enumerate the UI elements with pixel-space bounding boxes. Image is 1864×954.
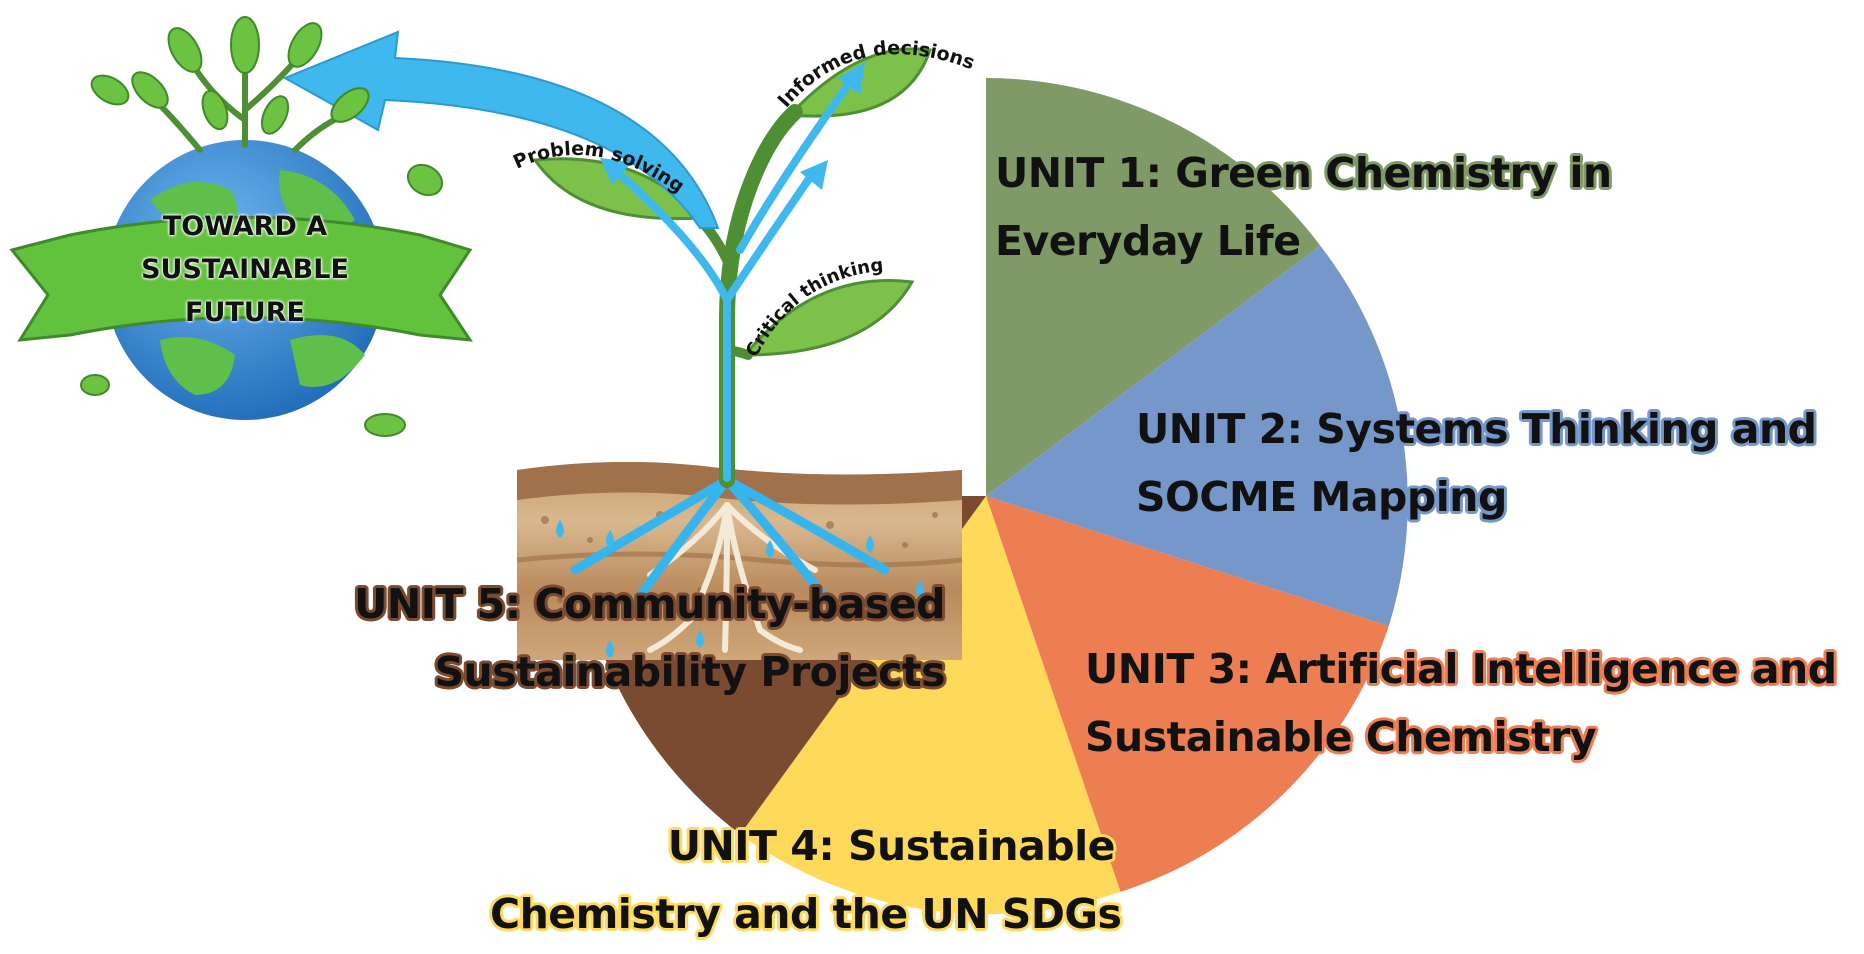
globe-title: TOWARD A SUSTAINABLE FUTURE — [105, 205, 385, 334]
unit1-label-line: UNIT 1: Green Chemistry in — [995, 149, 1612, 197]
unit1-label-line: Everyday Life — [995, 217, 1301, 265]
unit4-label-line: Chemistry and the UN SDGs — [490, 890, 1122, 938]
unit3-label-line: UNIT 3: Artificial Intelligence and — [1085, 645, 1837, 693]
soil-block — [516, 461, 963, 660]
unit2-label: UNIT 2: Systems Thinking and SOCME Mappi… — [1136, 395, 1817, 531]
leaf-critical-thinking — [741, 279, 915, 357]
unit5-label: UNIT 5: Community-based Sustainability P… — [325, 570, 945, 706]
unit5-label-line: Sustainability Projects — [434, 648, 945, 696]
unit3-slice — [986, 496, 1389, 892]
growth-arrow — [282, 30, 720, 229]
globe-title-line: FUTURE — [185, 297, 305, 328]
globe-title-line: TOWARD A — [162, 211, 328, 242]
globe-title-line: SUSTAINABLE — [141, 254, 349, 285]
unit4-label-line: UNIT 4: Sustainable — [667, 822, 1116, 870]
unit2-label-line: UNIT 2: Systems Thinking and — [1136, 405, 1817, 453]
unit3-label: UNIT 3: Artificial Intelligence and Sust… — [1085, 635, 1837, 771]
globe-ribbon — [9, 216, 474, 342]
unit3-label-line: Sustainable Chemistry — [1085, 713, 1597, 761]
unit4-slice — [740, 496, 1121, 915]
unit5-label-line: UNIT 5: Community-based — [354, 580, 945, 628]
unit1-slice — [986, 78, 1321, 496]
growing-plant — [532, 47, 932, 488]
plant-roots — [647, 502, 818, 653]
unit4-label: UNIT 4: Sustainable Chemistry and the UN… — [490, 812, 1122, 948]
unit2-label-line: SOCME Mapping — [1136, 473, 1507, 521]
unit2-slice — [986, 245, 1408, 626]
earth-globe — [9, 16, 474, 437]
unit1-label: UNIT 1: Green Chemistry in Everyday Life — [995, 139, 1612, 275]
